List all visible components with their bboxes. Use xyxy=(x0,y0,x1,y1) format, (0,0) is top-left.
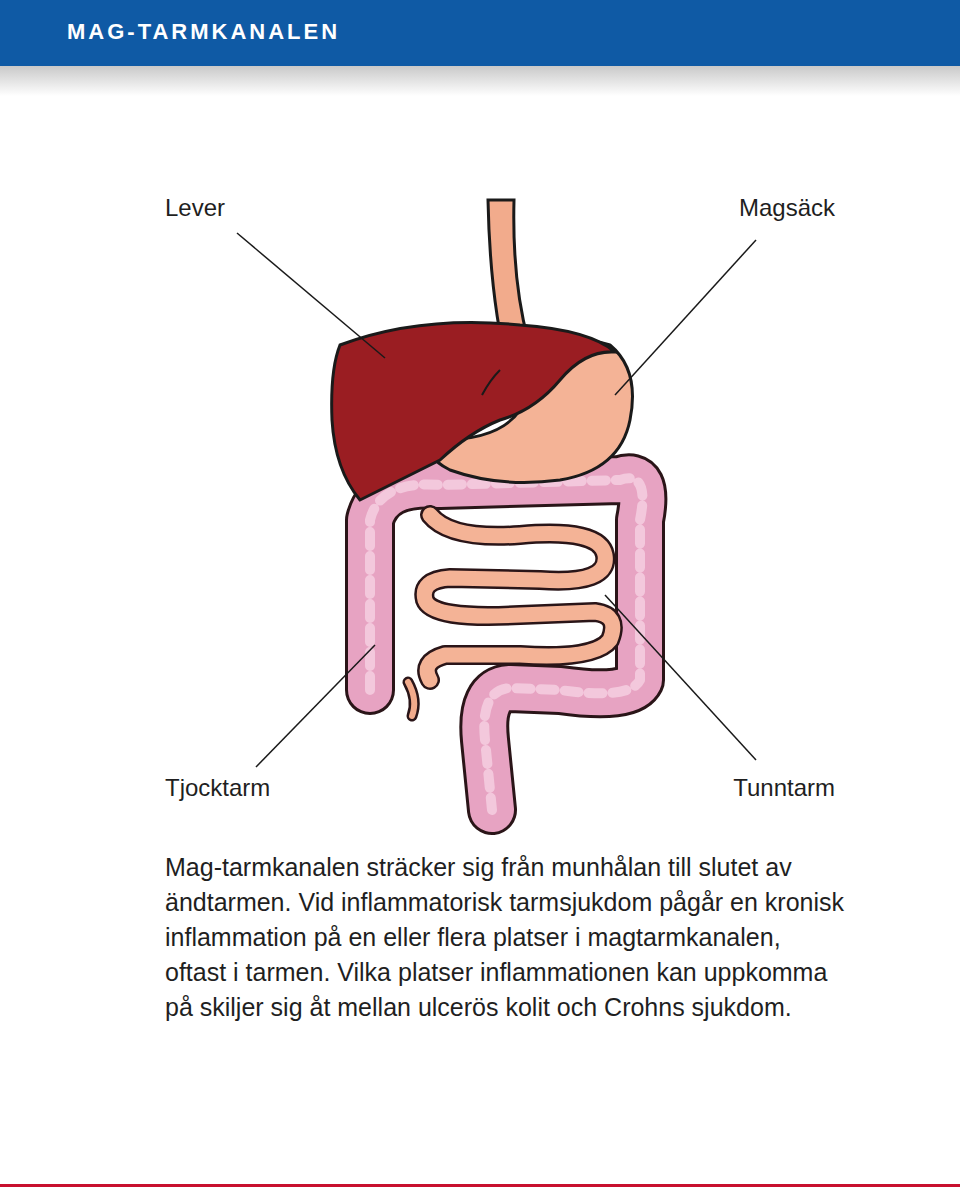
part-label: Magsäck xyxy=(739,194,835,222)
bottom-rule xyxy=(0,1184,960,1187)
header-shadow xyxy=(0,66,960,96)
part-label: Tunntarm xyxy=(733,774,835,802)
page-title: MAG-TARMKANALEN xyxy=(67,19,340,45)
caption-text: Mag-tarmkanalen sträcker sig från munhål… xyxy=(165,850,845,1025)
part-label: Lever xyxy=(165,194,225,222)
part-label: Tjocktarm xyxy=(165,774,270,802)
